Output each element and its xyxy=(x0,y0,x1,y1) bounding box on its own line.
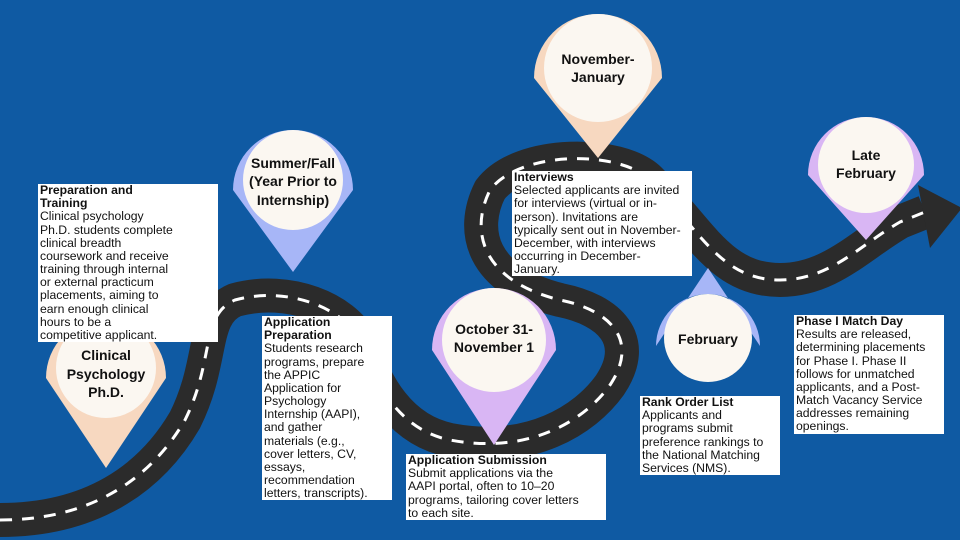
note-body: Applicants and programs submit preferenc… xyxy=(640,409,780,475)
note-body: Students research programs, prepare the … xyxy=(262,342,392,500)
note-body: Clinical psychology Ph.D. students compl… xyxy=(38,210,218,342)
pin-label-february: February xyxy=(664,330,752,348)
note-body: Submit applications via the AAPI portal,… xyxy=(406,467,606,520)
note-match-day: Phase I Match Day Results are released, … xyxy=(794,315,944,434)
note-title: Application Preparation xyxy=(262,316,392,342)
note-body: Results are released, determining placem… xyxy=(794,328,944,433)
note-preparation-training: Preparation and Training Clinical psycho… xyxy=(38,184,218,342)
pin-label-summer-fall: Summer/Fall (Year Prior to Internship) xyxy=(238,154,348,209)
pin-label-november: November- January xyxy=(540,50,656,87)
note-application-preparation: Application Preparation Students researc… xyxy=(262,316,392,500)
note-title: Preparation and Training xyxy=(38,184,218,210)
note-body: Selected applicants are invited for inte… xyxy=(512,184,692,276)
note-application-submission: Application Submission Submit applicatio… xyxy=(406,454,606,520)
note-rank-order-list: Rank Order List Applicants and programs … xyxy=(640,396,780,475)
pin-label-october: October 31- November 1 xyxy=(440,320,548,357)
note-interviews: Interviews Selected applicants are invit… xyxy=(512,171,692,276)
pin-label-late-february: Late February xyxy=(818,146,914,183)
road-arrowhead xyxy=(918,185,960,248)
